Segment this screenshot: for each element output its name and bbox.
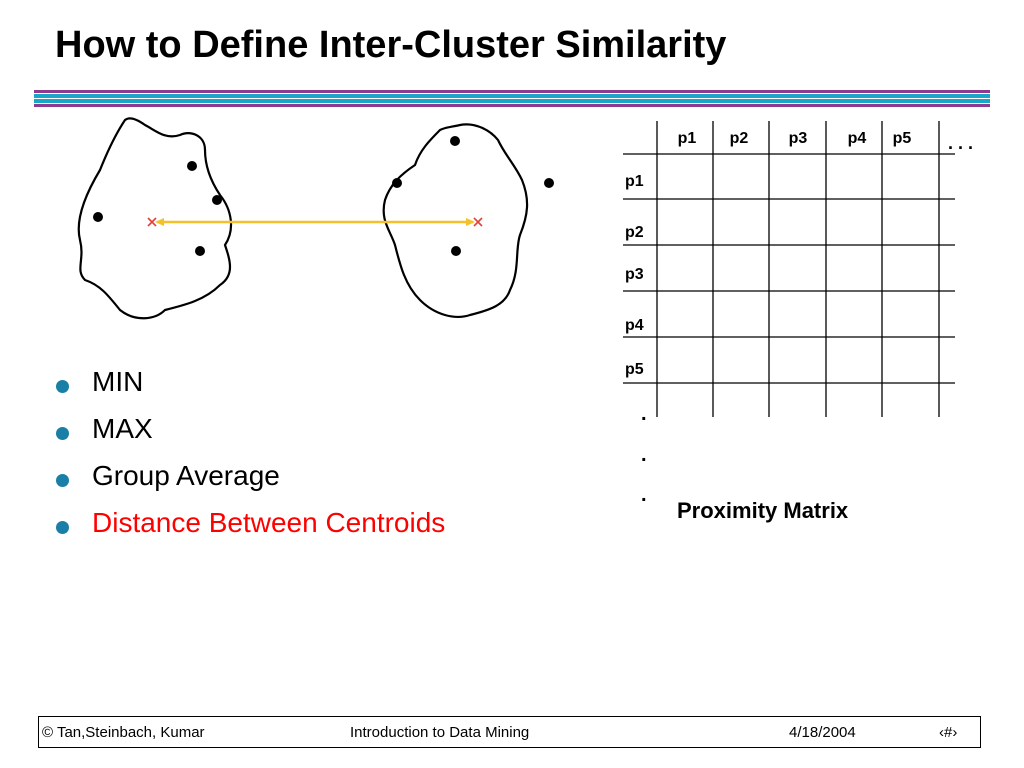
bullet-marker <box>56 380 69 393</box>
linkage-method-item: Group Average <box>55 460 445 507</box>
clusters-diagram <box>77 117 554 320</box>
cluster-left-points <box>93 161 222 256</box>
slide-title: How to Define Inter-Cluster Similarity <box>55 24 727 66</box>
row-header: p1 <box>625 173 644 190</box>
column-header: p3 <box>789 130 808 147</box>
data-point <box>544 178 554 188</box>
matrix-headers: p1 p2 p3 p4 p5 p1 p2 p3 p4 p5 <box>625 130 911 378</box>
bullet-marker <box>56 474 69 487</box>
title-divider-band <box>34 99 990 103</box>
cluster-right-outline <box>382 123 529 318</box>
data-point <box>187 161 197 171</box>
data-point <box>195 246 205 256</box>
title-divider-band <box>34 90 990 93</box>
matrix-grid <box>623 121 955 417</box>
footer-date: 4/18/2004 <box>789 724 856 741</box>
title-divider <box>34 90 990 112</box>
data-point <box>212 195 222 205</box>
bullet-marker <box>56 521 69 534</box>
data-point <box>93 212 103 222</box>
footer-book-title: Introduction to Data Mining <box>350 724 530 741</box>
row-header: p4 <box>625 317 644 334</box>
data-point <box>450 136 460 146</box>
footer-page-number: ‹#› <box>939 724 958 741</box>
column-header: p1 <box>678 130 697 147</box>
title-divider-band <box>34 104 990 107</box>
title-divider-band <box>34 93 990 94</box>
linkage-method-item: MIN <box>55 366 445 413</box>
data-point <box>451 246 461 256</box>
row-ellipsis-dot: . <box>641 484 647 506</box>
centroid-marker-left <box>147 217 157 227</box>
centroid-distance-arrow-right <box>466 218 475 226</box>
linkage-method-item: Distance Between Centroids <box>55 507 445 554</box>
cluster-right-points <box>392 136 554 256</box>
column-header: p4 <box>848 130 867 147</box>
column-header: p5 <box>893 130 912 147</box>
row-header: p5 <box>625 361 644 378</box>
row-ellipsis: ... <box>641 403 647 506</box>
title-divider-band <box>34 94 990 98</box>
bullet-marker <box>56 427 69 440</box>
linkage-method-label: MAX <box>92 413 153 444</box>
linkage-method-label: Distance Between Centroids <box>92 507 446 538</box>
linkage-method-item: MAX <box>55 413 445 460</box>
title-divider-band <box>34 103 990 104</box>
row-header: p2 <box>625 224 644 241</box>
title-divider-band <box>34 98 990 99</box>
matrix-caption: Proximity Matrix <box>677 498 849 523</box>
centroid-marker-right <box>473 217 483 227</box>
footer-authors: © Tan,Steinbach, Kumar <box>42 724 205 741</box>
cluster-left-outline <box>77 117 233 320</box>
data-point <box>392 178 402 188</box>
centroid-distance-arrow-left <box>155 218 164 226</box>
column-ellipsis: . . . <box>948 133 973 153</box>
row-header: p3 <box>625 266 644 283</box>
linkage-method-label: MIN <box>92 366 144 397</box>
proximity-matrix: p1 p2 p3 p4 p5 p1 p2 p3 p4 p5 . . . ... Proximity… <box>623 121 973 523</box>
slide-footer: © Tan,Steinbach, Kumar Introduction to D… <box>38 716 981 748</box>
linkage-method-label: Group Average <box>92 460 280 491</box>
column-header: p2 <box>730 130 749 147</box>
row-ellipsis-dot: . <box>641 444 647 466</box>
row-ellipsis-dot: . <box>641 403 647 425</box>
